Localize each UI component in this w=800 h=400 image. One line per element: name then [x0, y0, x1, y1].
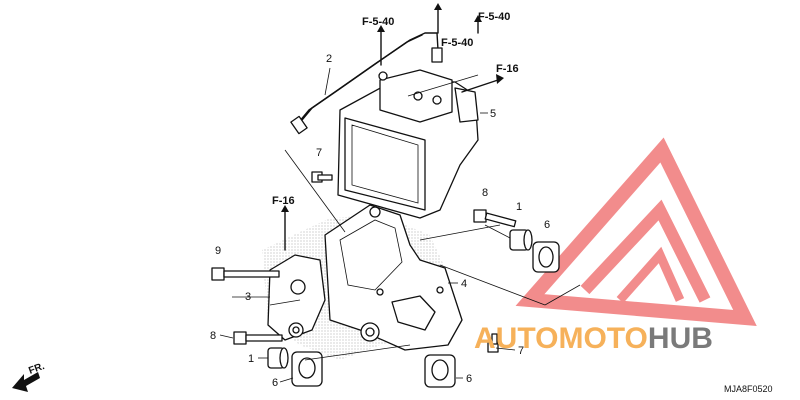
ref-label-f540-b: F-5-40	[441, 37, 473, 49]
flange-bolt-8-upper	[473, 209, 517, 228]
rubber-mount-6-right	[532, 241, 560, 273]
watermark-logo	[515, 137, 757, 327]
part-label-2: 2	[326, 53, 332, 65]
abs-bracket	[324, 204, 463, 351]
front-direction-arrow-icon	[12, 372, 40, 392]
part-label-9: 9	[215, 245, 221, 257]
ref-label-f540-c: F-5-40	[478, 11, 510, 23]
ref-label-f16-a: F-16	[496, 63, 519, 75]
flange-bolt-8-lower	[233, 331, 283, 345]
part-label-7-upper: 7	[316, 147, 322, 159]
rubber-mount-6-left	[291, 351, 323, 387]
part-label-6-left: 6	[272, 377, 278, 389]
part-label-8-lower: 8	[210, 330, 216, 342]
part-label-6-right: 6	[544, 219, 550, 231]
bolt-7-lower	[487, 333, 499, 353]
ref-label-f16-b: F-16	[272, 195, 295, 207]
collar-1-lower	[267, 347, 289, 369]
ref-label-f540-a: F-5-40	[362, 16, 394, 28]
leader-lines	[219, 67, 581, 383]
part-label-5: 5	[490, 108, 496, 120]
watermark-text: AUTOMOTOHUB	[474, 322, 713, 355]
part-label-4: 4	[461, 278, 467, 290]
rubber-mount-6-center	[424, 354, 456, 388]
part-label-7-lower: 7	[518, 345, 524, 357]
part-label-3: 3	[245, 291, 251, 303]
part-label-6-center: 6	[466, 373, 472, 385]
brake-pipe	[290, 32, 443, 135]
part-label-8-upper: 8	[482, 187, 488, 199]
part-label-1-lower: 1	[248, 353, 254, 365]
flange-bolt-9	[211, 267, 280, 281]
part-label-1-upper: 1	[516, 201, 522, 213]
front-direction-label: FR.	[27, 361, 46, 377]
ref-arrows	[281, 3, 504, 251]
lower-stay	[267, 254, 326, 341]
abs-modulator	[337, 69, 479, 219]
diagram-code: MJA8F0520	[724, 384, 773, 394]
collar-1-upper	[509, 229, 533, 251]
bolt-7-upper	[311, 171, 333, 183]
